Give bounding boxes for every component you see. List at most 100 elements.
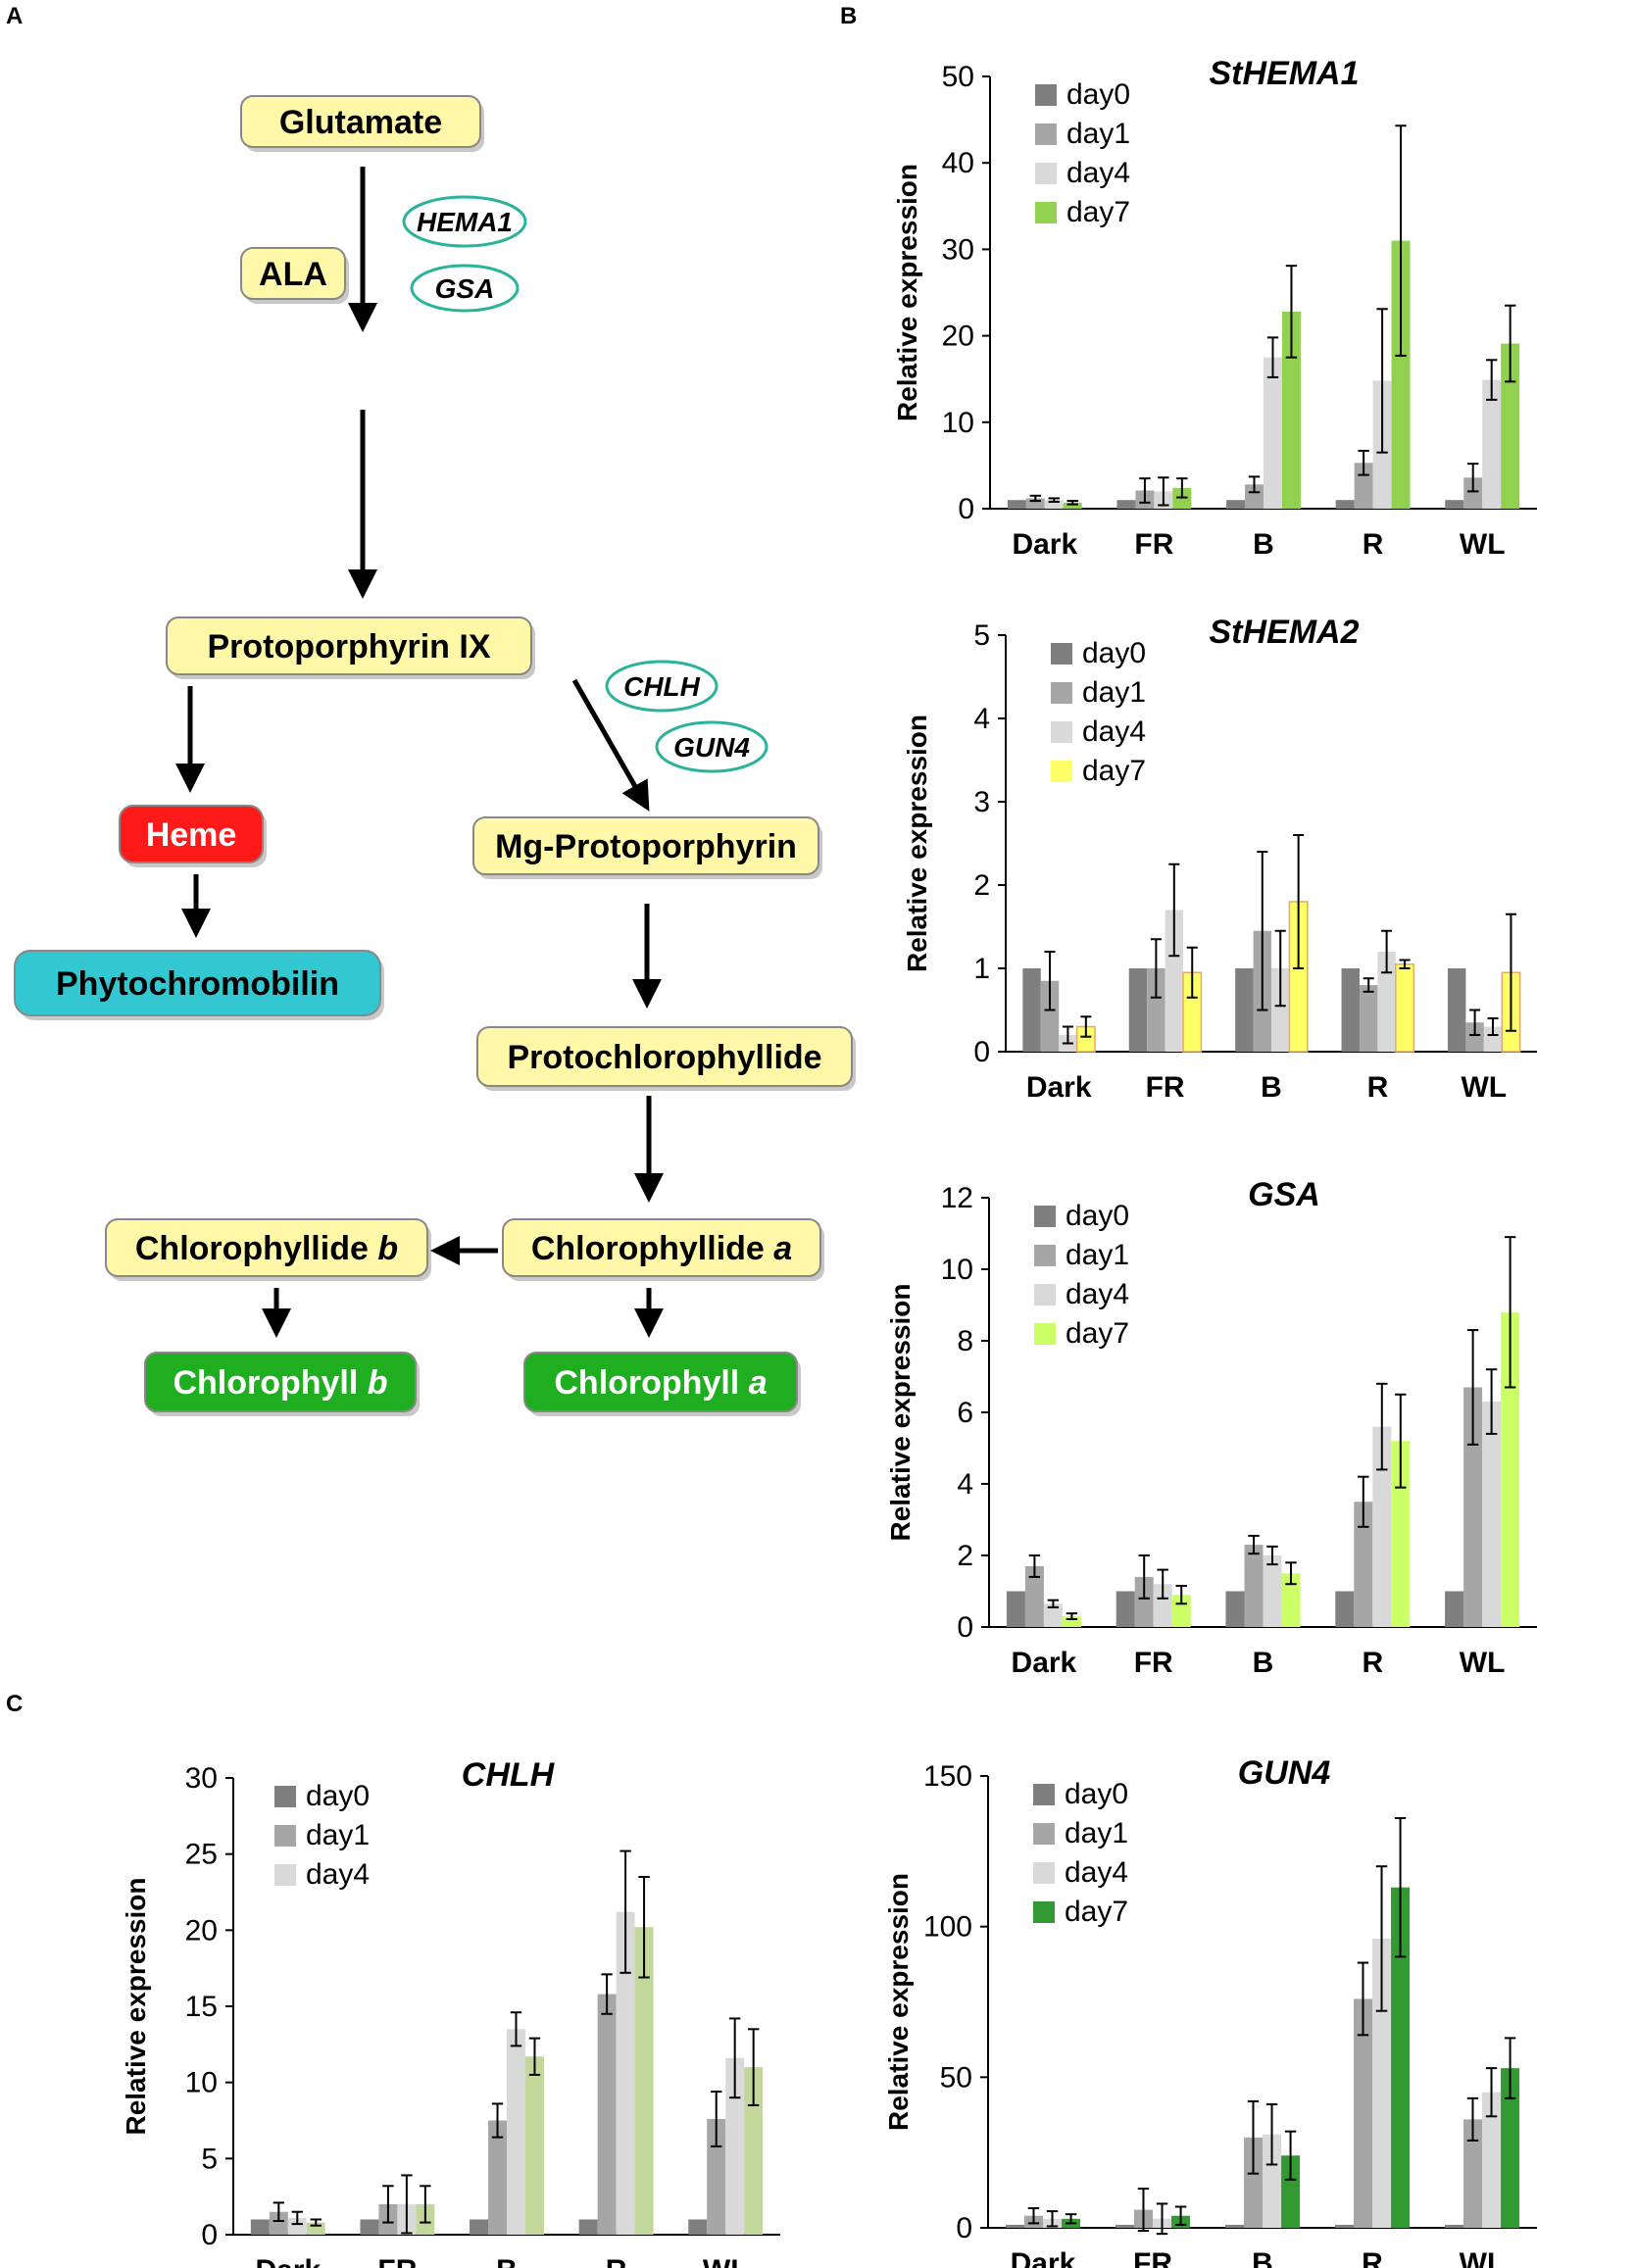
error-bar [1027,2207,1040,2225]
bar-day4-dark [1044,500,1064,509]
bar-day1-wl [707,2118,726,2235]
node-ala: ALA [240,247,349,304]
error-bar [1485,359,1498,401]
x-tick-label: Dark [1011,2247,1076,2268]
x-tick-label: B [1253,528,1274,561]
error-bar [1186,946,1198,999]
legend-item-day0: day0 [274,1780,370,1812]
error-bar [420,2185,431,2224]
bar-day4-fr [1165,910,1184,1052]
legend-item-day0: day0 [1033,1778,1128,1810]
y-tick-label: 100 [923,1911,972,1944]
error-bar [1139,477,1151,504]
y-tick-label: 5 [973,619,990,652]
node-chlorophyllide-b: Chlorophyllide b [105,1218,431,1281]
bar-day1-wl [1463,477,1483,509]
enzyme-gsa: GSA [410,264,520,313]
error-bar [1046,2210,1059,2228]
bar-day0-b [1224,2224,1244,2228]
enzyme-chlh: CHLH [605,660,719,713]
bar-day0-r [1335,500,1355,509]
legend-item-day7: day7 [1034,1317,1129,1350]
legend-label: day0 [1066,1200,1129,1232]
y-tick-label: 10 [185,2067,218,2099]
bar-day0-fr [1115,2224,1134,2228]
y-axis-label: Relative expression [885,1283,916,1541]
node-heme: Heme [119,805,267,867]
error-bar [1293,834,1305,969]
error-bar [1157,1568,1168,1600]
legend-label: day1 [306,1819,370,1851]
error-bar [528,2037,541,2076]
legend-label: day7 [1066,196,1130,228]
error-bar [1467,463,1479,493]
y-tick-label: 50 [940,2061,972,2094]
bar-day0-wl [1445,500,1464,509]
legend-label: day4 [1066,1278,1129,1310]
error-bar [1158,476,1169,507]
x-tick-label: B [1253,1647,1274,1679]
error-bar [1150,938,1162,999]
chart-title: CHLH [462,1756,556,1794]
legend-swatch [274,1786,296,1807]
x-tick-label: R [1362,2247,1383,2268]
legend-label: day0 [1066,78,1130,111]
node-label: Phytochromobilin [56,965,339,1003]
error-bar [1285,1561,1297,1586]
legend-item-day1: day1 [274,1819,370,1851]
bar-day1-dark [1040,980,1060,1052]
legend-item-day0: day0 [1034,1200,1129,1232]
legend-item-day7: day7 [1051,755,1146,787]
error-bar [1174,2205,1187,2226]
node-mg-proto: Mg-Protoporphyrin [472,816,822,879]
bar-day7-r [634,1927,654,2235]
y-tick-label: 15 [185,1991,218,2023]
error-bar [1247,2099,1260,2175]
error-bar [1028,1554,1041,1578]
error-bar [1376,308,1388,454]
bar-day4-wl [725,2057,745,2235]
bar-day4-b [1264,357,1282,509]
legend-swatch [1034,1245,1056,1266]
bar-day7-b [1281,1573,1301,1627]
error-bar [1395,124,1407,357]
y-tick-label: 12 [941,1182,973,1214]
legend-label: day0 [1082,637,1146,669]
x-tick-label: WL [1460,528,1506,561]
y-tick-label: 0 [956,2212,972,2244]
bar-day7-wl [1501,2068,1520,2228]
legend-item-day4: day4 [274,1858,370,1891]
bar-day0-r [578,2219,598,2235]
node-protochlorophyllide: Protochlorophyllide [476,1026,856,1091]
bar-day4-r [616,1911,635,2235]
legend-item-day4: day4 [1034,1278,1129,1310]
y-axis-label: Relative expression [121,1877,151,2135]
error-bar [1168,863,1180,958]
bar-day4-wl [1482,379,1502,509]
x-tick-label: Dark [1012,528,1077,561]
bar-day0-wl [1447,968,1466,1052]
y-tick-label: 10 [941,1254,973,1286]
y-tick-label: 6 [957,1397,973,1429]
bar-day1-r [1354,1502,1373,1627]
legend-item-day1: day1 [1034,1239,1129,1271]
error-bar [1504,1236,1516,1389]
error-bar [1466,2096,1479,2142]
chart-title: GUN4 [1238,1754,1331,1792]
legend-label: day1 [1066,1239,1129,1271]
legend-swatch [1035,84,1057,106]
error-bar [310,2218,322,2227]
bar-day0-dark [1007,500,1026,509]
bar-day4-r [1377,952,1396,1052]
bar-day0-dark [250,2219,270,2235]
error-bar [1175,1585,1187,1605]
x-tick-label: R [1367,1071,1389,1104]
error-bar [491,2102,504,2139]
x-tick-label: FR [1133,2247,1172,2268]
legend-swatch [1035,202,1057,223]
y-tick-label: 25 [185,1839,218,1871]
error-bar [747,2028,760,2106]
